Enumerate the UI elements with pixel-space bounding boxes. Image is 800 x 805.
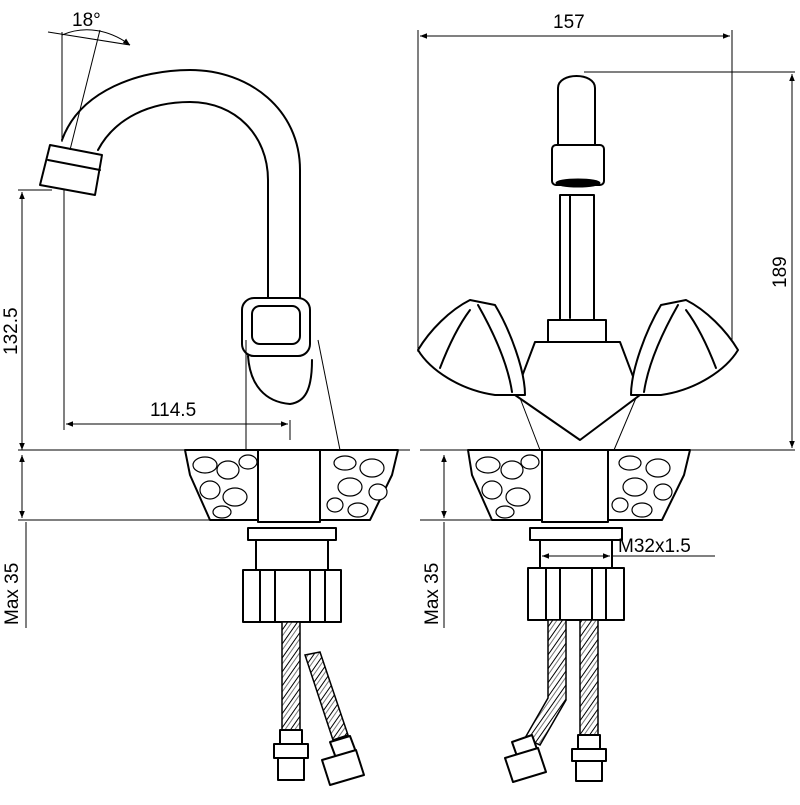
left-handle xyxy=(417,299,526,396)
valve-body-front xyxy=(417,299,739,441)
spout-front xyxy=(551,75,605,321)
hoses-front xyxy=(504,619,607,783)
max-dimension-front: Max 35 xyxy=(422,455,447,628)
width-dimension: 157 xyxy=(420,12,730,39)
thread-dimension: M32x1.5 xyxy=(539,536,715,565)
max-dimension-side: Max 35 xyxy=(2,455,27,628)
spout-height-dimension: 132.5 xyxy=(1,189,52,450)
mounting-nut-side xyxy=(242,527,342,623)
height-label: 189 xyxy=(770,256,791,288)
angle-label: 18° xyxy=(72,10,101,31)
aerator xyxy=(39,144,103,196)
stone-base-front xyxy=(467,449,691,523)
spout-height-label: 132.5 xyxy=(1,307,22,355)
hoses-side xyxy=(273,621,365,786)
side-view: 18° 132.5 114.5 Max 35 xyxy=(1,10,410,786)
front-view: 157 189 M32x1.5 Max 35 xyxy=(417,12,795,783)
width-label: 157 xyxy=(553,12,585,33)
reach-dimension: 114.5 xyxy=(63,190,291,440)
stone-base-side xyxy=(184,449,399,523)
reach-label: 114.5 xyxy=(150,400,196,421)
mounting-nut-front xyxy=(527,527,625,621)
max-label-front: Max 35 xyxy=(422,563,443,625)
right-handle xyxy=(630,299,739,396)
angle-dimension: 18° xyxy=(47,10,131,151)
thread-label: M32x1.5 xyxy=(618,536,691,557)
spout xyxy=(39,69,301,301)
height-dimension: 189 xyxy=(770,74,795,448)
lever-handle xyxy=(241,297,313,405)
max-label-side: Max 35 xyxy=(2,563,23,625)
